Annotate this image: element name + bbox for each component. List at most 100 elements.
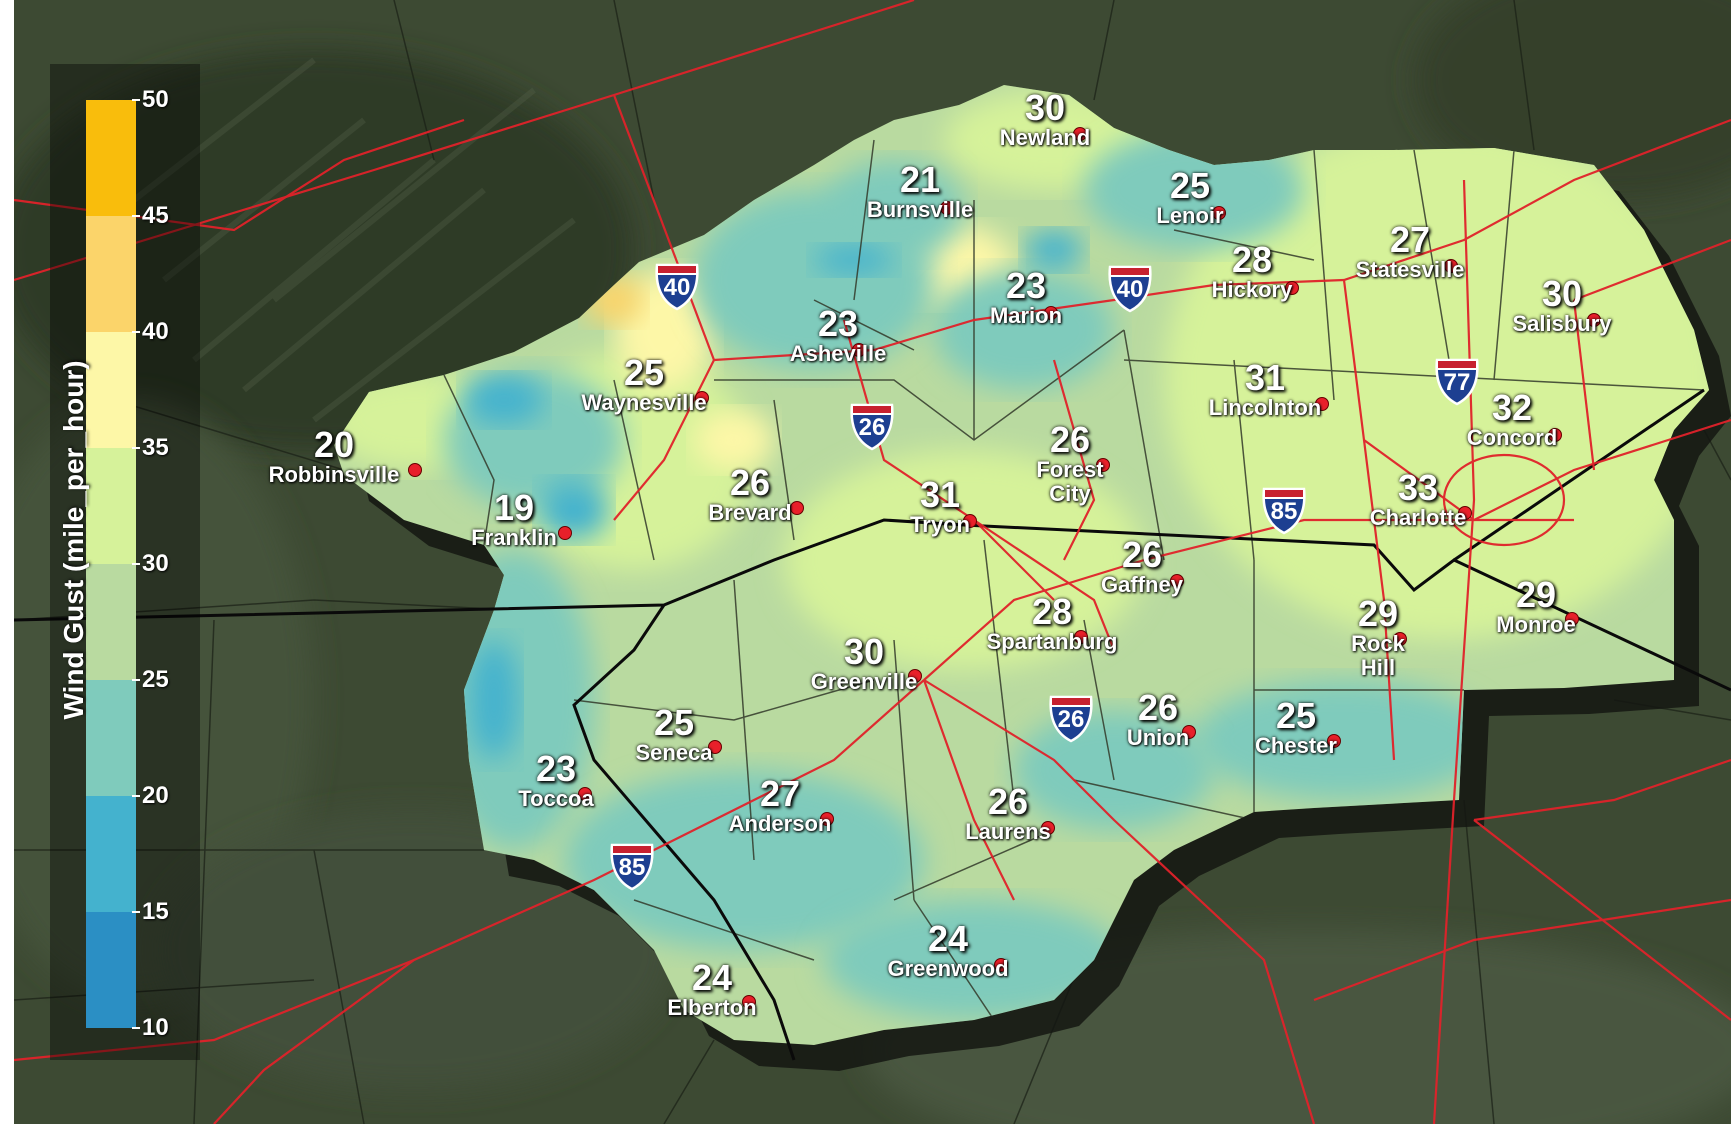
city-gust-value: 26 bbox=[987, 781, 1029, 822]
city-marker-spartanburg[interactable] bbox=[1074, 630, 1088, 644]
city-gust-value: 28 bbox=[1231, 239, 1273, 280]
city-marker-chester[interactable] bbox=[1327, 734, 1341, 748]
city-marker-newland[interactable] bbox=[1073, 127, 1087, 141]
city-name: Toccoa bbox=[518, 786, 594, 811]
city-name: Hickory bbox=[1211, 277, 1293, 302]
city-gust-value: 20 bbox=[313, 424, 355, 465]
city-marker-seneca[interactable] bbox=[708, 740, 722, 754]
city-gust-value: 30 bbox=[1541, 273, 1583, 314]
city-marker-forest-city[interactable] bbox=[1096, 458, 1110, 472]
city-name: Union bbox=[1126, 725, 1190, 750]
city-marker-laurens[interactable] bbox=[1041, 821, 1055, 835]
city-name: Lenoir bbox=[1156, 203, 1224, 228]
city-name: Franklin bbox=[471, 525, 557, 550]
city-name: Rock Hill bbox=[1351, 631, 1405, 681]
city-gust-value: 25 bbox=[1275, 695, 1317, 736]
city-marker-tryon[interactable] bbox=[963, 514, 977, 528]
city-gust-value: 26 bbox=[1049, 419, 1091, 460]
city-gust-value: 33 bbox=[1397, 467, 1439, 508]
city-marker-elberton[interactable] bbox=[742, 995, 756, 1009]
city-marker-union[interactable] bbox=[1182, 725, 1196, 739]
city-name: Brevard bbox=[708, 500, 792, 525]
city-marker-hickory[interactable] bbox=[1285, 281, 1299, 295]
legend-color-bar bbox=[86, 100, 136, 1028]
city-gust-value: 23 bbox=[1005, 265, 1047, 306]
city-name: Waynesville bbox=[581, 390, 707, 415]
city-gust-value: 30 bbox=[1024, 87, 1066, 128]
interstate-shield-icon: 40 bbox=[1106, 263, 1154, 313]
city-name: Asheville bbox=[789, 341, 887, 366]
interstate-number: 26 bbox=[1057, 706, 1085, 733]
legend-color-segment bbox=[86, 216, 136, 332]
interstate-number: 85 bbox=[618, 854, 646, 881]
city-gust-value: 27 bbox=[759, 773, 801, 814]
city-marker-salisbury[interactable] bbox=[1587, 313, 1601, 327]
city-gust-value: 21 bbox=[899, 159, 941, 200]
city-gust-value: 26 bbox=[729, 462, 771, 503]
legend-title: Wind Gust (mile_per_hour) bbox=[44, 350, 104, 730]
legend-color-segment bbox=[86, 564, 136, 680]
city-name: Spartanburg bbox=[986, 629, 1118, 654]
legend-color-segment bbox=[86, 332, 136, 448]
city-marker-lenoir[interactable] bbox=[1212, 206, 1226, 220]
interstate-shield-icon: 26 bbox=[848, 401, 896, 451]
city-gust-value: 29 bbox=[1357, 593, 1399, 634]
city-name: Newland bbox=[999, 125, 1091, 150]
interstate-number: 40 bbox=[1116, 276, 1144, 303]
city-marker-charlotte[interactable] bbox=[1458, 506, 1472, 520]
city-marker-greenville[interactable] bbox=[908, 669, 922, 683]
city-gust-value: 19 bbox=[493, 487, 535, 528]
interstate-shield-icon: 26 bbox=[1047, 693, 1095, 743]
city-marker-waynesville[interactable] bbox=[695, 391, 709, 405]
legend-color-segment bbox=[86, 448, 136, 564]
city-marker-rock-hill[interactable] bbox=[1393, 632, 1407, 646]
city-marker-lincolnton[interactable] bbox=[1315, 397, 1329, 411]
city-gust-value: 31 bbox=[919, 474, 961, 515]
city-marker-marion[interactable] bbox=[1044, 306, 1058, 320]
legend-color-segment bbox=[86, 912, 136, 1028]
city-marker-toccoa[interactable] bbox=[578, 787, 592, 801]
interstate-shield-icon: 77 bbox=[1433, 356, 1481, 406]
city-gust-value: 24 bbox=[927, 918, 969, 959]
map-area[interactable]: 40 40 26 26 85 85 77 bbox=[14, 0, 1731, 1124]
city-gust-value: 23 bbox=[817, 303, 859, 344]
city-name: Chester bbox=[1255, 733, 1337, 758]
city-gust-value: 25 bbox=[653, 702, 695, 743]
city-marker-franklin[interactable] bbox=[558, 526, 572, 540]
city-gust-value: 31 bbox=[1244, 357, 1286, 398]
city-name: Anderson bbox=[728, 811, 832, 836]
city-marker-brevard[interactable] bbox=[790, 501, 804, 515]
interstate-number: 85 bbox=[1270, 498, 1298, 525]
city-marker-greenwood[interactable] bbox=[994, 958, 1008, 972]
city-marker-statesville[interactable] bbox=[1444, 259, 1458, 273]
city-name: Monroe bbox=[1496, 612, 1576, 637]
city-marker-monroe[interactable] bbox=[1565, 612, 1579, 626]
city-marker-asheville[interactable] bbox=[852, 343, 866, 357]
city-marker-concord[interactable] bbox=[1548, 428, 1562, 442]
city-marker-robbinsville[interactable] bbox=[408, 463, 422, 477]
city-name: Forest City bbox=[1036, 457, 1104, 507]
city-name: Seneca bbox=[635, 740, 713, 765]
city-marker-burnsville[interactable] bbox=[940, 201, 954, 215]
city-marker-gaffney[interactable] bbox=[1170, 574, 1184, 588]
interstate-number: 77 bbox=[1443, 369, 1471, 396]
city-marker-anderson[interactable] bbox=[820, 812, 834, 826]
